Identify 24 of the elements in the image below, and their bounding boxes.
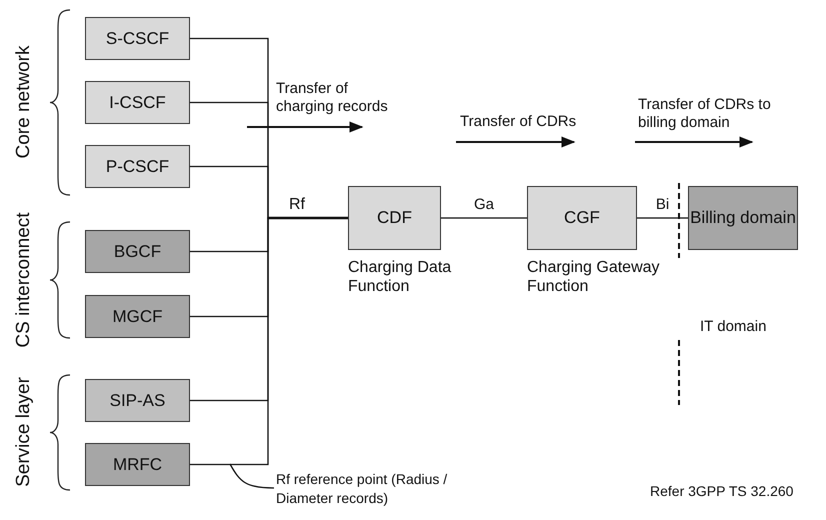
flow-label: Transfer of charging records xyxy=(276,80,389,116)
function-box: CDF xyxy=(348,186,441,250)
text-label: Refer 3GPP TS 32.260 xyxy=(650,483,794,500)
function-box: SIP-AS xyxy=(85,379,190,422)
text-label: IT domain xyxy=(700,318,766,336)
function-box: P-CSCF xyxy=(85,145,190,188)
leader-line xyxy=(229,464,274,489)
function-caption: Charging Gateway Function xyxy=(527,258,661,296)
function-box: CGF xyxy=(527,186,637,250)
group-label: Core network xyxy=(13,46,35,158)
function-box: Billing domain xyxy=(688,186,798,250)
function-box: I-CSCF xyxy=(85,81,190,124)
flow-label: Transfer of CDRs to billing domain xyxy=(638,96,772,132)
text-label: Rf xyxy=(289,195,305,214)
function-box: MGCF xyxy=(85,295,190,338)
connector-line xyxy=(637,217,688,219)
connector-line xyxy=(441,217,527,219)
function-caption: Charging Data Function xyxy=(348,258,452,296)
group-label: Service layer xyxy=(13,377,35,487)
flow-label: Transfer of CDRs xyxy=(460,113,576,131)
function-box: BGCF xyxy=(85,230,190,273)
function-box: S-CSCF xyxy=(85,17,190,60)
function-box: MRFC xyxy=(85,443,190,486)
group-label: CS interconnect xyxy=(13,212,35,348)
